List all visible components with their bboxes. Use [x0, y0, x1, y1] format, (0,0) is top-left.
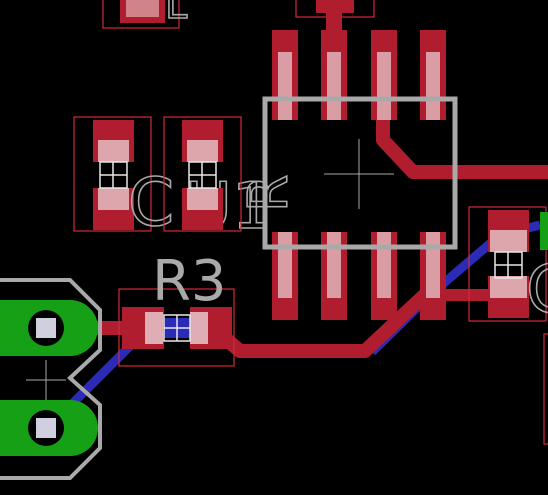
top-center-partial-component [295, 0, 375, 31]
c-right-component[interactable]: C [468, 206, 548, 329]
u1-origin-cross [324, 139, 394, 209]
r3-component[interactable]: R3 [118, 249, 235, 367]
c-left-component[interactable]: C [73, 116, 175, 242]
c-right-label: C [526, 251, 548, 328]
right-edge-partial-outline [543, 333, 548, 445]
u1-top-right-trace [376, 60, 548, 179]
top-left-partial-component: L [102, 0, 189, 29]
u1-chip[interactable]: U1 [184, 30, 458, 320]
u1-top-pins [272, 30, 446, 120]
j1-pin-2 [0, 400, 98, 456]
u1-body-outline [262, 96, 458, 250]
r-middle-label: R [237, 174, 300, 212]
j1-pin-1 [0, 300, 98, 356]
right-edge-green-pad [540, 212, 548, 250]
j1-header[interactable] [0, 278, 102, 480]
c-left-label: C [128, 164, 174, 241]
r3-to-u1-trace [207, 284, 500, 358]
top-partial-label: L [165, 0, 188, 28]
r-middle-component[interactable]: R [163, 116, 301, 232]
r3-label: R3 [152, 249, 227, 314]
